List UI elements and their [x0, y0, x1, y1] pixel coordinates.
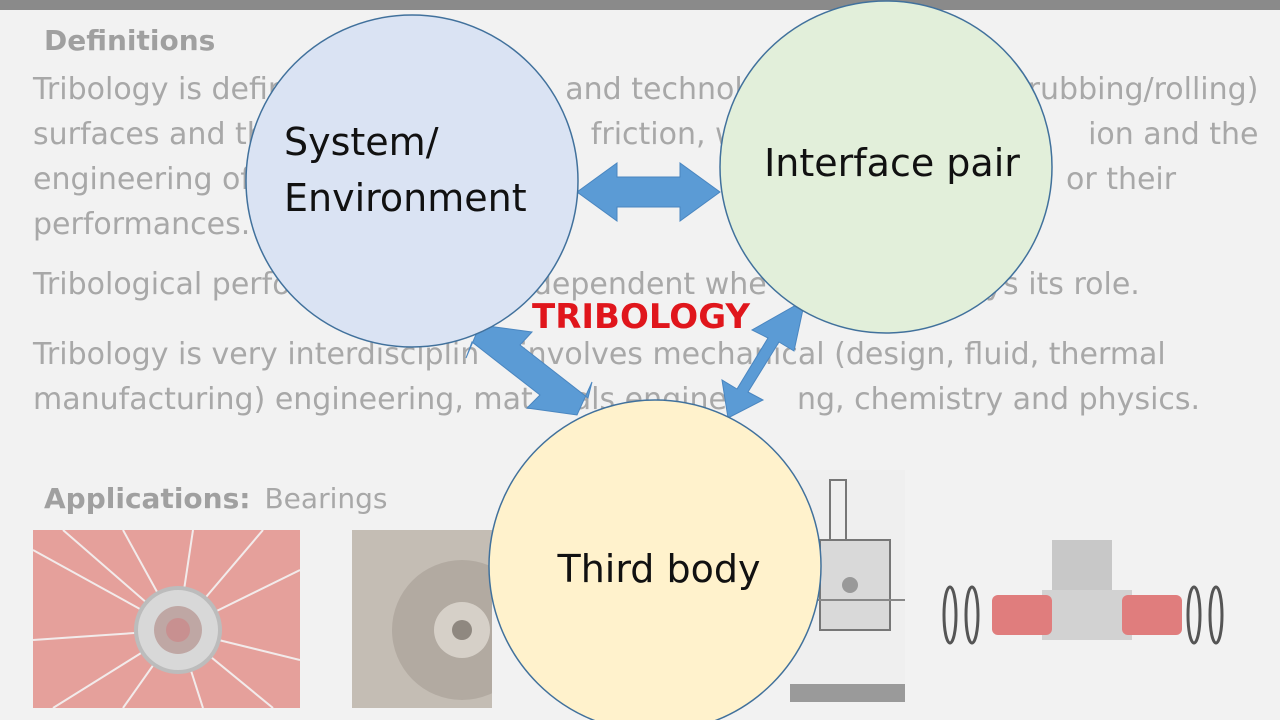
wheel-hub-photo	[33, 530, 300, 708]
definition-line-7: manufacturing) engineering, matals engin…	[33, 377, 1200, 422]
double-arrow-system-thirdbody	[465, 324, 593, 416]
bottom-bracket-exploded-drawing	[932, 535, 1232, 705]
disc-brake-icon	[352, 530, 492, 708]
bottom-bracket-icon	[932, 535, 1232, 705]
third-body-node	[488, 399, 822, 720]
applications-heading: Applications: Bearings	[44, 482, 387, 515]
text-fragment: involves mechanical (design, fluid, ther…	[519, 337, 1166, 372]
definition-line-4: performances.	[33, 202, 250, 247]
text-fragment: Tribology is defir	[33, 72, 281, 107]
top-border	[0, 0, 1280, 10]
text-fragment: Tribological perfor	[33, 267, 303, 302]
text-fragment: performances.	[33, 207, 251, 242]
third-body-label: Third body	[557, 547, 761, 591]
applications-title: Applications:	[44, 482, 251, 515]
interface-pair-node	[719, 0, 1053, 334]
definitions-heading: Definitions	[44, 24, 216, 57]
disc-brake-photo	[352, 530, 492, 708]
text-fragment: ng, chemistry and physics.	[796, 382, 1201, 417]
text-fragment: rubbing/rolling)	[1027, 72, 1259, 107]
text-fragment: ion and the	[1088, 117, 1259, 152]
text-fragment: dependent whe	[532, 267, 767, 302]
system-environment-node	[245, 14, 579, 348]
double-arrow-system-interface	[576, 162, 721, 222]
text-fragment: manufacturing) engineering, mat	[33, 382, 533, 417]
text-fragment: and technol	[565, 72, 743, 107]
system-label-line-1: System/	[284, 120, 439, 164]
definition-line-3: engineering of or their	[33, 157, 1176, 202]
definition-line-1: Tribology is defir and technol rubbing/rol…	[33, 67, 1258, 112]
applications-subtitle: Bearings	[264, 482, 388, 515]
text-fragment: or their	[1065, 162, 1177, 197]
system-label-line-2: Environment	[284, 176, 527, 220]
text-fragment: engineering of	[33, 162, 251, 197]
tribology-center-label: TRIBOLOGY	[532, 297, 750, 337]
interface-label: Interface pair	[764, 141, 1020, 185]
text-fragment: surfaces and th	[33, 117, 266, 152]
wheel-hub-icon	[33, 530, 300, 708]
